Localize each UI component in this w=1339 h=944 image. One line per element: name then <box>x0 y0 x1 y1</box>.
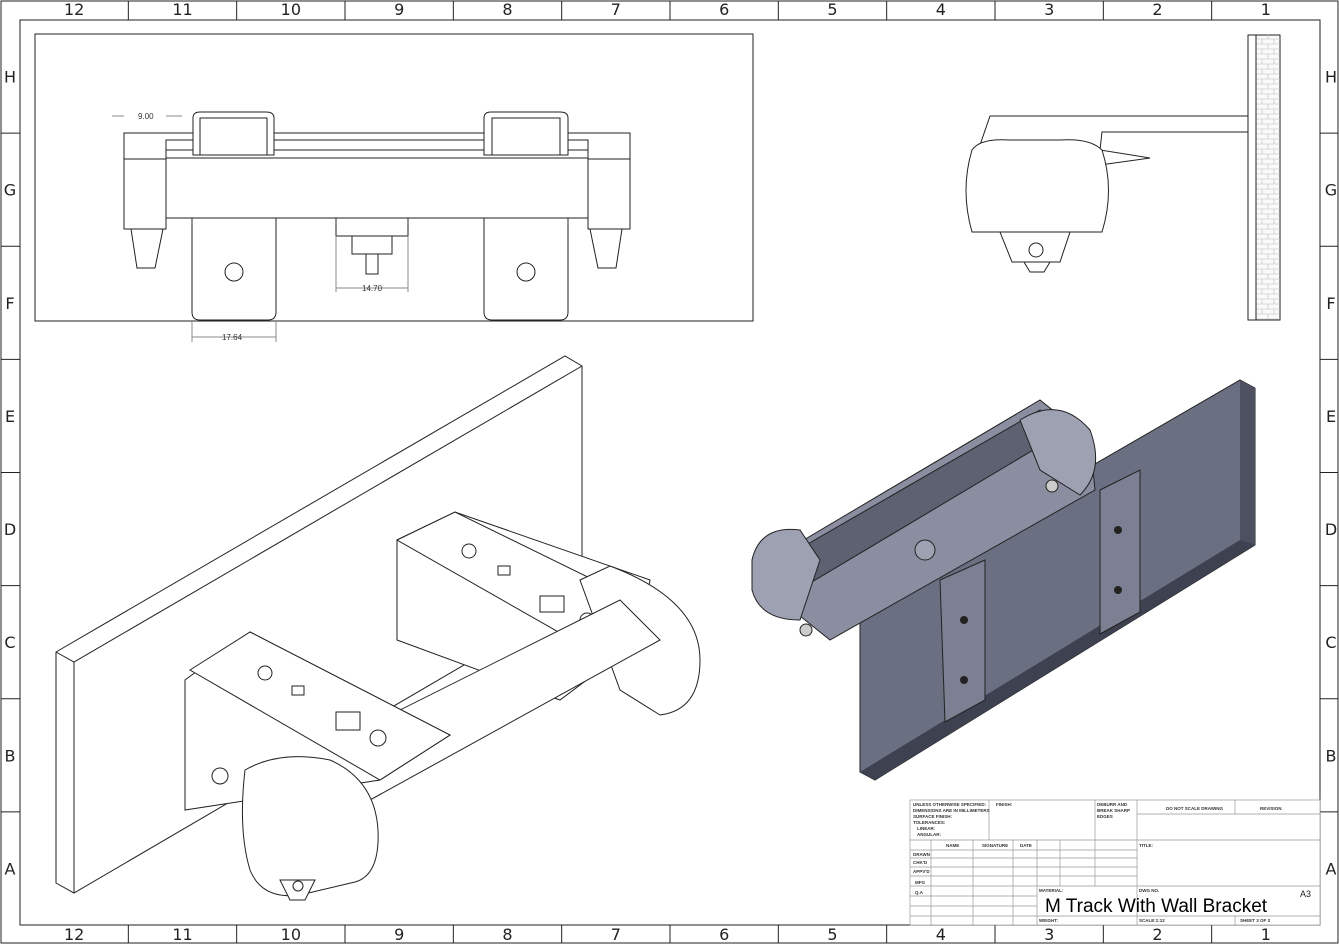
row-label-A: A <box>5 859 16 878</box>
title_block-headers-1: SIGNATURE <box>982 843 1008 848</box>
column-label-9: 9 <box>394 925 404 944</box>
title_block-notes-2: SURFACE FINISH: <box>913 814 953 819</box>
column-label-5: 5 <box>827 925 837 944</box>
row-label-C: C <box>4 633 15 652</box>
title_block-roles-3: MFG <box>915 880 925 885</box>
column-label-12: 12 <box>64 925 84 944</box>
title_block-title_label: TITLE: <box>1139 843 1153 848</box>
title_block-deburr-2: EDGES <box>1097 814 1113 819</box>
title_block-notes-1: DIMENSIONS ARE IN MILLIMETERS <box>913 808 990 813</box>
column-label-12: 12 <box>64 0 84 19</box>
title_block-dwg_no: DWG NO. <box>1139 888 1159 893</box>
dimension-9-00: 9.00 <box>138 112 154 121</box>
side-view <box>965 34 1281 321</box>
column-label-2: 2 <box>1152 0 1162 19</box>
column-label-11: 11 <box>172 0 192 19</box>
title_block-scale: SCALE:1:12 <box>1139 918 1165 923</box>
row-label-A: A <box>1326 859 1337 878</box>
title_block-notes-5: ANGULAR: <box>917 832 941 837</box>
column-label-7: 7 <box>611 925 621 944</box>
row-label-B: B <box>1326 746 1337 765</box>
title_block-finish: FINISH: <box>996 802 1013 807</box>
column-label-7: 7 <box>611 0 621 19</box>
row-label-C: C <box>1325 633 1336 652</box>
column-label-11: 11 <box>172 925 192 944</box>
title_block-weight: WEIGHT: <box>1039 918 1058 923</box>
dimension-17-64: 17.64 <box>222 333 243 342</box>
title_block-deburr-1: BREAK SHARP <box>1097 808 1130 813</box>
title_block-do_not_scale: DO NOT SCALE DRAWING <box>1166 806 1223 811</box>
column-label-4: 4 <box>936 0 946 19</box>
title_block-roles-2: APPV'D <box>913 869 930 874</box>
column-label-10: 10 <box>281 0 301 19</box>
title_block-sheet: SHEET 3 OF 3 <box>1240 918 1271 923</box>
dimension-14-70: 14.70 <box>362 284 383 293</box>
title_block-headers-2: DATE <box>1020 843 1032 848</box>
row-label-H: H <box>1325 68 1337 87</box>
row-label-G: G <box>4 181 16 200</box>
column-label-4: 4 <box>936 925 946 944</box>
drawing-title: M Track With Wall Bracket <box>1045 896 1268 917</box>
column-label-3: 3 <box>1044 925 1054 944</box>
sheet-size: A3 <box>1300 889 1311 899</box>
column-label-1: 1 <box>1261 0 1271 19</box>
title_block-notes-4: LINEAR: <box>917 826 936 831</box>
column-label-6: 6 <box>719 925 729 944</box>
title_block-roles-1: CHK'D <box>913 860 928 865</box>
front-view: 9.00 14.70 17.64 <box>34 33 754 342</box>
row-label-G: G <box>1325 181 1337 200</box>
title_block-notes-0: UNLESS OTHERWISE SPECIFIED: <box>913 802 987 807</box>
column-label-8: 8 <box>502 925 512 944</box>
column-label-10: 10 <box>281 925 301 944</box>
column-label-1: 1 <box>1261 925 1271 944</box>
title_block-deburr-0: DEBURR AND <box>1097 802 1128 807</box>
row-label-F: F <box>5 294 14 313</box>
title-block <box>909 799 1321 926</box>
isometric-line-view <box>55 355 701 901</box>
row-label-D: D <box>1325 520 1337 539</box>
title_block-revision: REVISION <box>1260 806 1282 811</box>
column-label-2: 2 <box>1152 925 1162 944</box>
title-block-text: UNLESS OTHERWISE SPECIFIED: DIMENSIONS A… <box>913 802 1311 923</box>
row-label-E: E <box>5 407 15 426</box>
column-label-5: 5 <box>827 0 837 19</box>
title_block-headers-0: NAME <box>946 843 959 848</box>
column-label-8: 8 <box>502 0 512 19</box>
title_block-roles-4: Q.A <box>915 890 924 895</box>
row-label-F: F <box>1326 294 1335 313</box>
column-label-9: 9 <box>394 0 404 19</box>
isometric-shaded-view <box>751 379 1256 781</box>
row-label-B: B <box>5 746 16 765</box>
title_block-roles-0: DRAWN <box>913 852 930 857</box>
column-label-3: 3 <box>1044 0 1054 19</box>
row-label-D: D <box>4 520 16 539</box>
title_block-material: MATERIAL: <box>1039 888 1064 893</box>
row-label-E: E <box>1326 407 1336 426</box>
column-label-6: 6 <box>719 0 729 19</box>
title_block-notes-3: TOLERANCES: <box>913 820 946 825</box>
row-label-H: H <box>4 68 16 87</box>
